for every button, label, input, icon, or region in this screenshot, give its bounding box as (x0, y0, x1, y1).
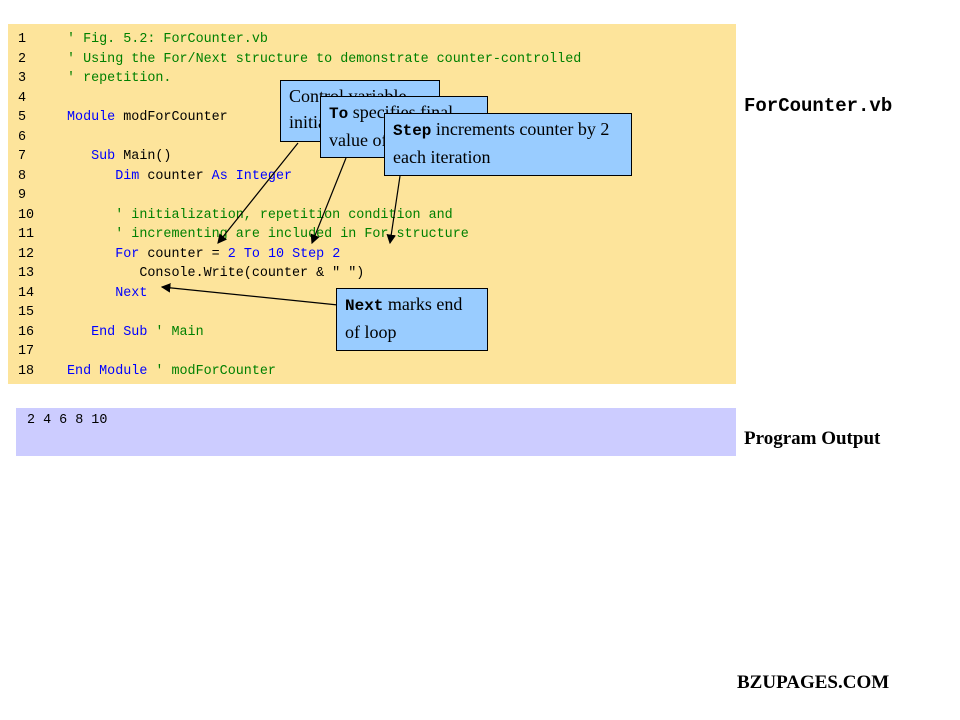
code-keyword: To (243, 246, 260, 262)
line-number: 6 (18, 129, 27, 145)
program-output-panel: 2 4 6 8 10 (16, 408, 736, 456)
code-text: ' Fig. 5.2: ForCounter.vb (67, 30, 268, 49)
code-keyword: Sub (91, 149, 116, 164)
line-number: 14 (18, 285, 35, 301)
code-text: For counter = 2 To 10 Step 2 (67, 245, 340, 264)
arrow-next-keyword (160, 283, 339, 306)
code-comment: ' Fig. 5.2: ForCounter.vb (67, 32, 268, 47)
code-text: Sub Main() (67, 147, 171, 166)
line-number: 15 (18, 305, 35, 320)
code-text: End Module ' modForCounter (67, 362, 276, 381)
program-output-label: Program Output (744, 428, 881, 449)
code-token: Console.Write(counter & " ") (67, 266, 365, 281)
line-number: 18 (18, 363, 35, 379)
line-number: 16 (18, 324, 35, 340)
code-text: Dim counter As Integer (67, 167, 292, 186)
program-output-text: 2 4 6 8 10 (27, 413, 108, 428)
code-token: counter (139, 168, 212, 184)
code-text: End Sub ' Main (67, 323, 204, 342)
line-number: 7 (18, 149, 27, 164)
code-comment: ' modForCounter (147, 363, 276, 379)
line-number: 17 (18, 344, 35, 359)
code-keyword: Dim (115, 168, 140, 184)
code-token: Main() (115, 149, 172, 164)
site-watermark-label: BZUPAGES.COM (737, 672, 890, 693)
line-number: 9 (18, 188, 27, 203)
code-comment: ' repetition. (67, 71, 172, 86)
line-number: 11 (18, 227, 35, 242)
code-keyword: Step (292, 246, 325, 262)
line-number: 5 (18, 110, 27, 125)
code-keyword: Module (67, 110, 116, 125)
arrow-step-keyword (386, 175, 401, 245)
code-text: ' repetition. (67, 69, 171, 88)
line-number: 10 (18, 207, 35, 223)
code-keyword: 2 (227, 246, 236, 262)
line-number: 8 (18, 168, 27, 184)
line-number: 4 (18, 90, 27, 106)
code-text: Console.Write(counter & " ") (67, 264, 364, 283)
code-comment: ' initialization, repetition condition a… (115, 207, 453, 223)
code-keyword: For (115, 246, 140, 262)
line-number: 12 (18, 246, 35, 262)
line-number: 3 (18, 71, 27, 86)
code-text: Module modForCounter (67, 108, 228, 127)
code-keyword: End Module (67, 363, 148, 379)
code-comment: ' Using the For/Next structure to demons… (67, 51, 582, 67)
code-keyword: 10 (267, 246, 285, 262)
code-keyword: As Integer (211, 168, 293, 184)
callout-next-keyword-text: Next (345, 297, 384, 315)
line-number: 1 (18, 32, 27, 47)
code-text: ' Using the For/Next structure to demons… (67, 50, 581, 69)
callout-step-keyword-text: Step (393, 122, 432, 140)
callout-to-keyword-text: To (329, 105, 349, 123)
arrow-control-variable (217, 142, 299, 244)
arrow-to-keyword (310, 157, 347, 245)
callout-step-text: increments counter by 2 each iteration (393, 119, 610, 167)
file-name-label: ForCounter.vb (744, 95, 893, 117)
code-token: modForCounter (115, 110, 228, 125)
callout-next-text: marks end of loop (345, 294, 463, 342)
code-keyword: 2 (332, 246, 341, 262)
code-keyword: End Sub (91, 324, 148, 340)
callout-step-keyword: Step increments counter by 2 each iterat… (384, 113, 632, 176)
code-token: counter = (139, 246, 228, 262)
code-keyword: Next (115, 285, 148, 301)
line-number: 2 (18, 51, 27, 67)
code-text: ' initialization, repetition condition a… (67, 206, 453, 225)
code-comment: ' Main (147, 324, 204, 340)
code-text: Next (67, 284, 147, 303)
callout-next-keyword: Next marks end of loop (336, 288, 488, 351)
line-number: 13 (18, 266, 35, 281)
